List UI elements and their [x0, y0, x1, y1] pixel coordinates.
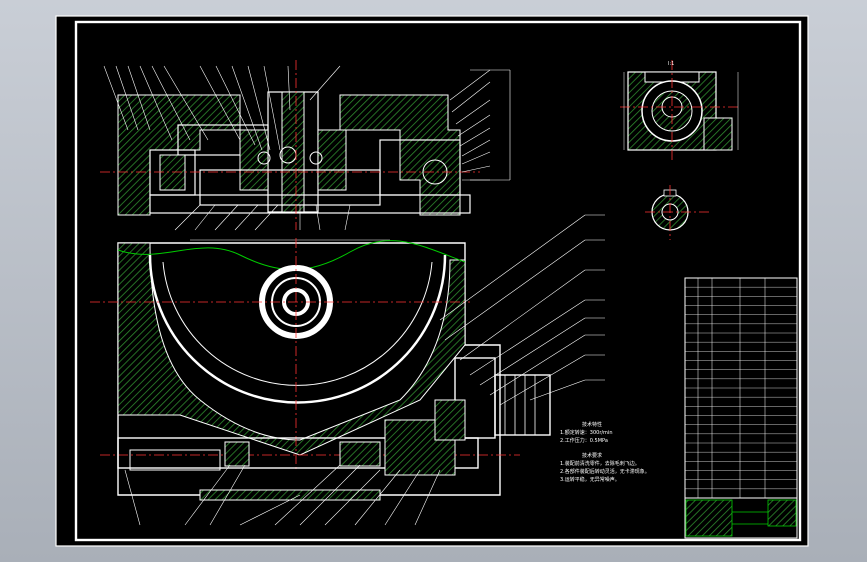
plan-view [90, 214, 605, 526]
title-block [684, 497, 798, 539]
specs-title: 技术特性 [582, 422, 603, 428]
section-label-right: I:1 [668, 61, 675, 67]
parts-list-table [684, 277, 798, 499]
requirements-line-3: 3.运转平稳，无异常噪声。 [560, 477, 620, 483]
detail-view-square [620, 60, 740, 160]
top-section-view [100, 60, 511, 241]
drawing-border [74, 20, 802, 542]
specs-block: 技术特性 1.额定转速：300r/min 2.工作压力：0.5MPa [560, 421, 612, 445]
specs-line-1: 1.额定转速：300r/min [560, 430, 613, 436]
requirements-block: 技术要求 1.装配前清洗零件，去除毛刺飞边。 2.各部件装配后转动灵活，无卡滞现… [560, 452, 650, 484]
requirements-line-1: 1.装配前清洗零件，去除毛刺飞边。 [560, 461, 640, 467]
detail-view-round [645, 185, 712, 240]
requirements-line-2: 2.各部件装配后转动灵活，无卡滞现象。 [560, 469, 650, 475]
requirements-title: 技术要求 [582, 453, 603, 459]
specs-line-2: 2.工作压力：0.5MPa [560, 438, 608, 444]
